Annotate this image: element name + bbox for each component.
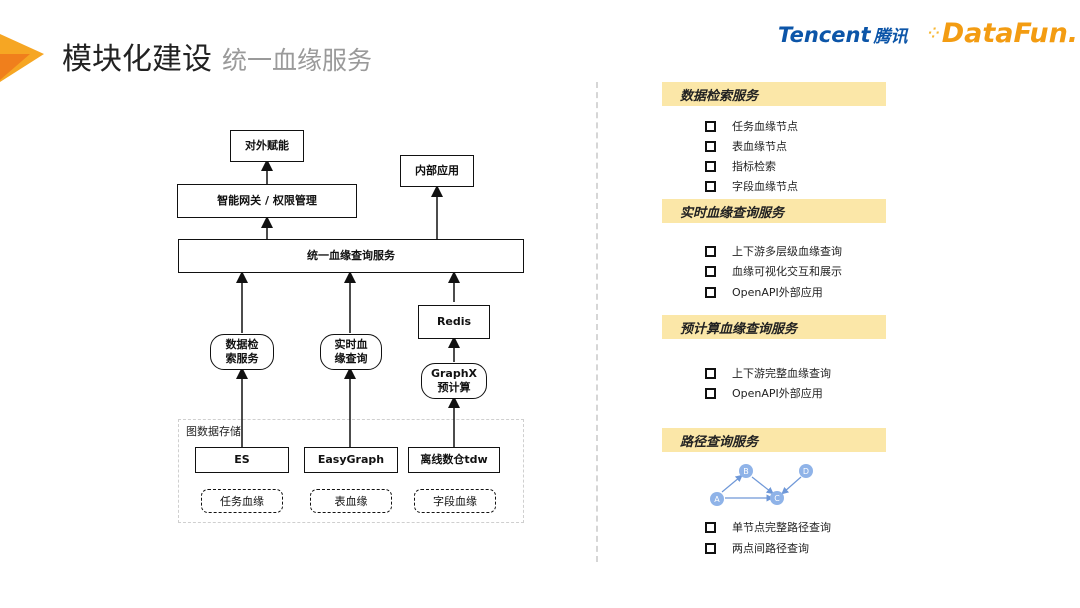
path-graph-illustration: A B C D: [710, 464, 813, 506]
gateway-box: 智能网关 / 权限管理: [177, 184, 357, 218]
list-item: 指标检索: [705, 158, 776, 174]
page-title: 模块化建设统一血缘服务: [62, 34, 372, 78]
page-title-main: 模块化建设: [62, 42, 212, 77]
internal-apps-box: 内部应用: [400, 155, 474, 187]
external-empower-box: 对外赋能: [230, 130, 304, 162]
lineage-table-tag: 表血缘: [310, 489, 392, 513]
list-item-label: 上下游完整血缘查询: [732, 367, 831, 380]
tencent-logo-text: Tencent: [778, 23, 871, 47]
path-edge-a-b: [721, 474, 743, 493]
data-search-service-box: 数据检 索服务: [210, 334, 274, 370]
list-item-label: 血缘可视化交互和展示: [732, 265, 842, 278]
list-item: 单节点完整路径查询: [705, 519, 831, 535]
checkbox-bullet-icon: [705, 160, 716, 172]
list-item-label: 单节点完整路径查询: [732, 521, 831, 534]
list-item: 两点间路径查询: [705, 540, 809, 556]
path-node-c-label: C: [774, 494, 780, 503]
path-node-d: [799, 464, 813, 478]
list-item: 表血缘节点: [705, 138, 787, 154]
path-node-a-label: A: [714, 495, 720, 504]
datafun-logo-icon: ⁘: [928, 25, 940, 42]
checkbox-bullet-icon: [705, 140, 716, 152]
lineage-field-tag: 字段血缘: [414, 489, 496, 513]
list-item-label: 两点间路径查询: [732, 542, 809, 555]
path-node-b-label: B: [743, 467, 749, 476]
list-item-label: 字段血缘节点: [732, 180, 798, 193]
list-item: 任务血缘节点: [705, 118, 798, 134]
store-easygraph-box: EasyGraph: [304, 447, 398, 473]
title-accent-shape-2: [0, 54, 30, 80]
checkbox-bullet-icon: [705, 542, 716, 554]
checkbox-bullet-icon: [705, 265, 716, 277]
graph-storage-label: 图数据存储: [186, 425, 241, 438]
datafun-logo: ⁘DataFun.: [928, 18, 1078, 49]
checkbox-bullet-icon: [705, 120, 716, 132]
path-edge-b-c: [751, 476, 774, 495]
section-header-realtime-query: 实时血缘查询服务: [662, 199, 886, 223]
checkbox-bullet-icon: [705, 286, 716, 298]
list-item-label: 上下游多层级血缘查询: [732, 245, 842, 258]
list-item: 字段血缘节点: [705, 178, 798, 194]
list-item-label: 任务血缘节点: [732, 120, 798, 133]
panel-divider: [596, 82, 598, 562]
diagram-arrows: [236, 159, 460, 447]
list-item-label: 指标检索: [732, 160, 776, 173]
list-item-label: OpenAPI外部应用: [732, 387, 823, 400]
section-header-path-query: 路径查询服务: [662, 428, 886, 452]
redis-box: Redis: [418, 305, 490, 339]
list-item-label: OpenAPI外部应用: [732, 286, 823, 299]
checkbox-bullet-icon: [705, 180, 716, 192]
section-header-precompute-query: 预计算血缘查询服务: [662, 315, 886, 339]
store-tdw-box: 离线数仓tdw: [408, 447, 500, 473]
list-item: OpenAPI外部应用: [705, 385, 823, 401]
path-node-d-label: D: [803, 467, 809, 476]
list-item: 血缘可视化交互和展示: [705, 263, 842, 279]
path-edge-d-c: [781, 476, 802, 495]
list-item-label: 表血缘节点: [732, 140, 787, 153]
tencent-logo-cn: 腾讯: [873, 27, 908, 47]
unified-query-box: 统一血缘查询服务: [178, 239, 524, 273]
list-item: 上下游多层级血缘查询: [705, 243, 842, 259]
checkbox-bullet-icon: [705, 367, 716, 379]
lineage-task-tag: 任务血缘: [201, 489, 283, 513]
checkbox-bullet-icon: [705, 521, 716, 533]
path-node-c: [770, 491, 784, 505]
datafun-logo-text: DataFun.: [941, 18, 1079, 49]
path-node-a: [710, 492, 724, 506]
list-item: 上下游完整血缘查询: [705, 365, 831, 381]
list-item: OpenAPI外部应用: [705, 284, 823, 300]
section-header-data-search: 数据检索服务: [662, 82, 886, 106]
graphx-precompute-box: GraphX 预计算: [421, 363, 487, 399]
checkbox-bullet-icon: [705, 387, 716, 399]
path-node-b: [739, 464, 753, 478]
store-es-box: ES: [195, 447, 289, 473]
realtime-query-box: 实时血 缘查询: [320, 334, 382, 370]
checkbox-bullet-icon: [705, 245, 716, 257]
graph-storage-group: [178, 419, 524, 523]
page-subtitle: 统一血缘服务: [222, 46, 373, 75]
